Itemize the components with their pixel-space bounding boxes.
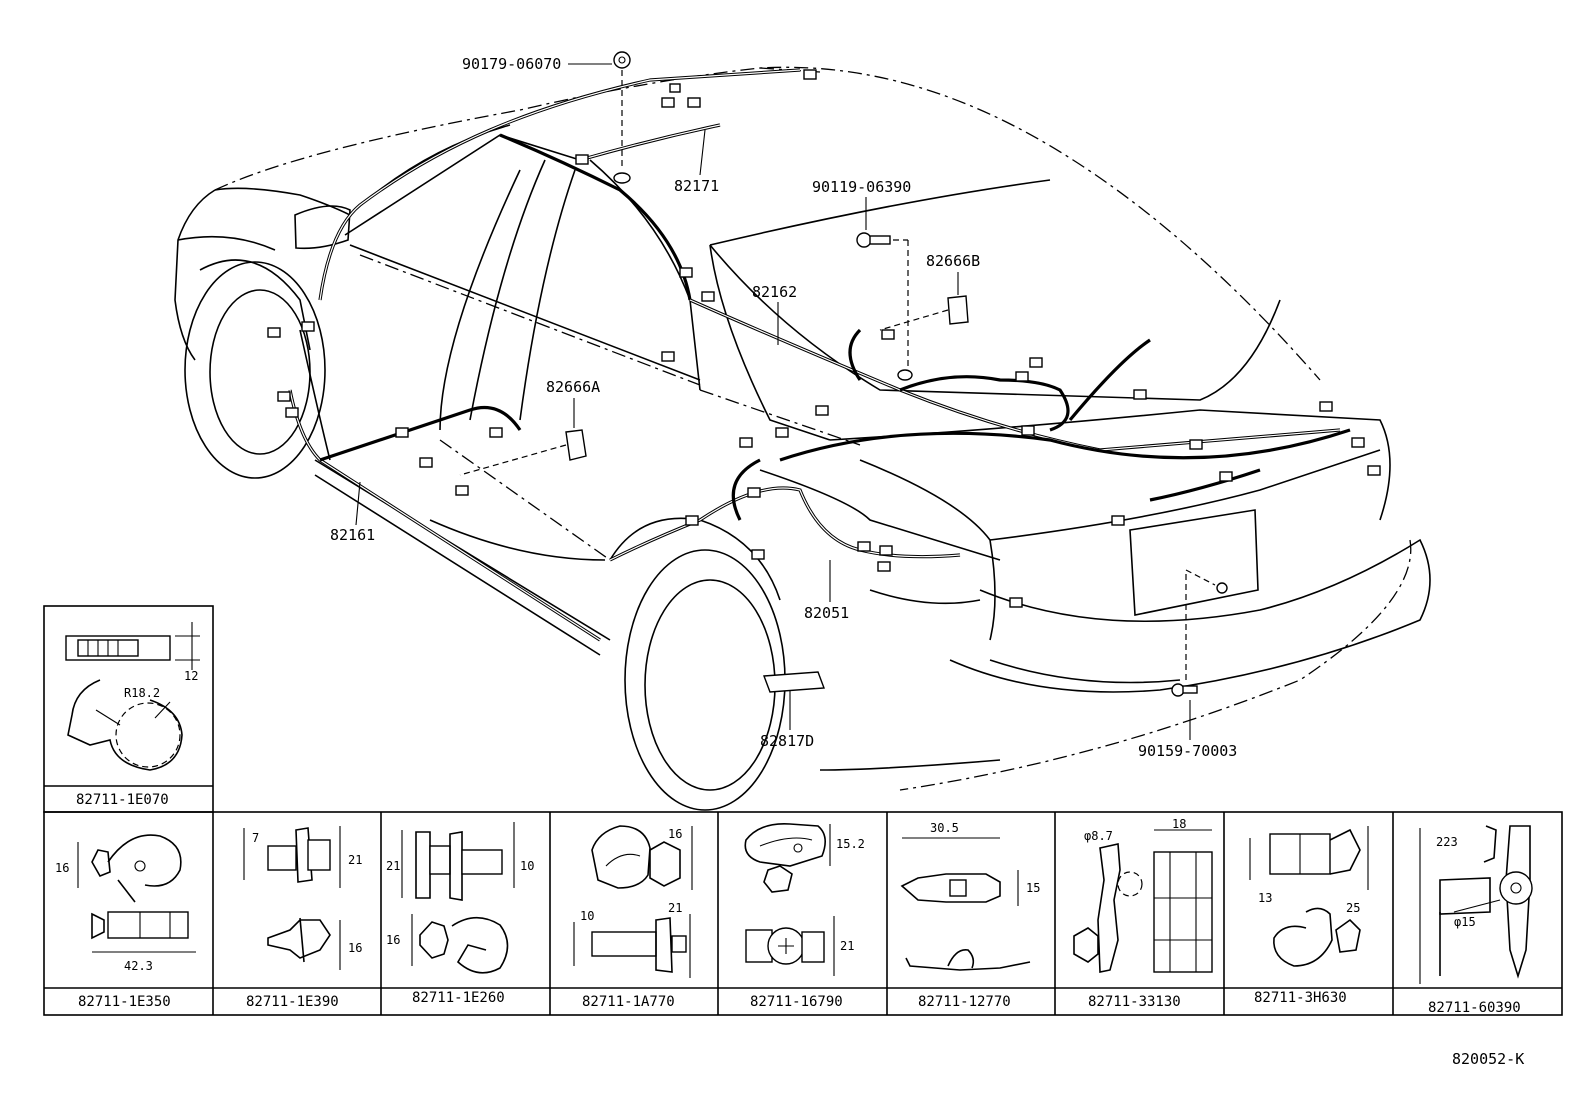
svg-text:φ8.7: φ8.7 xyxy=(1084,829,1113,843)
bolt-icon xyxy=(856,232,872,248)
figure-code: 820052-K xyxy=(1452,1050,1524,1068)
part-label-90159-70003: 90159-70003 xyxy=(1138,742,1237,760)
clip-part-number: 82711-1A770 xyxy=(582,994,675,1010)
svg-text:R18.2: R18.2 xyxy=(124,686,160,700)
svg-text:12: 12 xyxy=(184,669,198,683)
svg-text:30.5: 30.5 xyxy=(930,821,959,835)
clip-cell-1e070: 12 R18.2 82711-1E070 xyxy=(65,622,200,808)
part-label-82666B: 82666B xyxy=(926,252,980,270)
clip-cell-60390: 223 φ15 82711-60390 xyxy=(1419,825,1533,1016)
clip-icon xyxy=(91,849,111,878)
svg-text:15: 15 xyxy=(1026,881,1040,895)
clip-part-number: 82711-1E260 xyxy=(412,990,505,1006)
svg-text:10: 10 xyxy=(580,909,594,923)
svg-text:18: 18 xyxy=(1172,817,1186,831)
clip-part-number: 82711-1E350 xyxy=(78,994,171,1010)
clip-part-number: 82711-33130 xyxy=(1088,994,1181,1010)
clip-part-number: 82711-12770 xyxy=(918,994,1011,1010)
clip-part-number: 82711-3H630 xyxy=(1254,990,1347,1006)
clip-cell-1e350: 16 42.3 82711-1E350 xyxy=(55,834,196,1010)
clip-cell-16790: 15.2 21 82711-16790 xyxy=(744,823,865,1010)
clip-cell-1e390: 7 21 16 82711-1E390 xyxy=(243,826,362,1010)
screw-icon xyxy=(1171,683,1185,697)
svg-text:21: 21 xyxy=(840,939,854,953)
svg-text:25: 25 xyxy=(1346,901,1360,915)
svg-text:42.3: 42.3 xyxy=(124,959,153,973)
car-body xyxy=(174,66,1431,811)
svg-text:16: 16 xyxy=(55,861,69,875)
svg-text:7: 7 xyxy=(252,831,259,845)
svg-text:21: 21 xyxy=(386,859,400,873)
clip-icon xyxy=(1097,843,1121,973)
clip-icon xyxy=(415,831,431,899)
clip-cell-1e260: 21 10 16 82711-1E260 xyxy=(386,822,534,1006)
label-plate-icon xyxy=(763,671,825,693)
clip-table xyxy=(43,605,1563,1016)
clip-part-number: 82711-60390 xyxy=(1428,1000,1521,1016)
part-label-90119-06390: 90119-06390 xyxy=(812,178,911,196)
label-plate-icon xyxy=(565,429,587,461)
nut-icon xyxy=(613,51,631,69)
clip-cell-3h630: 13 25 82711-3H630 xyxy=(1249,826,1369,1006)
part-label-82161: 82161 xyxy=(330,526,375,544)
harness-connectors xyxy=(267,69,1381,608)
svg-text:16: 16 xyxy=(348,941,362,955)
harness-clamp-icon xyxy=(67,679,183,771)
svg-text:16: 16 xyxy=(386,933,400,947)
svg-text:21: 21 xyxy=(668,901,682,915)
part-label-82051: 82051 xyxy=(804,604,849,622)
svg-text:φ15: φ15 xyxy=(1454,915,1476,929)
svg-text:223: 223 xyxy=(1436,835,1458,849)
clip-icon xyxy=(900,873,1001,903)
clip-cell-12770: 30.5 15 82711-12770 xyxy=(900,821,1040,1010)
clip-icon xyxy=(744,823,826,867)
clip-cell-33130: φ8.7 18 82711-33130 xyxy=(1073,817,1213,1010)
clip-icon xyxy=(267,845,297,871)
svg-text:10: 10 xyxy=(520,859,534,873)
svg-text:13: 13 xyxy=(1258,891,1272,905)
clip-icon xyxy=(1439,877,1491,915)
label-plate-icon xyxy=(947,295,969,325)
part-label-82817D: 82817D xyxy=(760,732,814,750)
wire-harnesses xyxy=(288,68,1351,642)
part-label-82171: 82171 xyxy=(674,177,719,195)
clip-part-number: 82711-1E390 xyxy=(246,994,339,1010)
clip-cell-1a770: 16 10 21 82711-1A770 xyxy=(573,825,693,1010)
clip-icon xyxy=(591,825,651,889)
part-callouts: 90179-06070 82171 90119-06390 82666B 821… xyxy=(330,51,1237,760)
svg-text:16: 16 xyxy=(668,827,682,841)
part-label-90179-06070: 90179-06070 xyxy=(462,55,561,73)
svg-text:15.2: 15.2 xyxy=(836,837,865,851)
clip-part-number: 82711-1E070 xyxy=(76,792,169,808)
part-label-82162: 82162 xyxy=(752,283,797,301)
svg-text:21: 21 xyxy=(348,853,362,867)
clip-part-number: 82711-16790 xyxy=(750,994,843,1010)
part-label-82666A: 82666A xyxy=(546,378,600,396)
